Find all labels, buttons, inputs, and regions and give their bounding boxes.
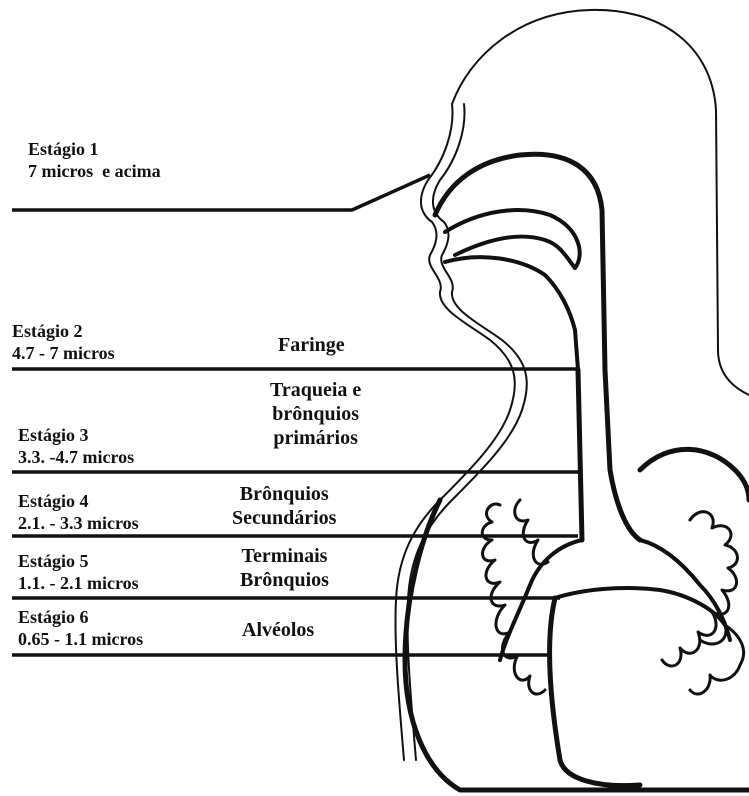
bronchus-lower — [555, 588, 725, 625]
stage-5-label: Estágio 5 1.1. - 2.1 micros — [18, 550, 139, 594]
face-profile — [395, 104, 514, 760]
stage-3-range: 3.3. -4.7 micros — [18, 446, 134, 468]
left-lung — [405, 500, 749, 790]
region-traqueia-line-3: primários — [270, 426, 361, 450]
region-traqueia-line-1: Traqueia e — [270, 378, 361, 402]
stage-3-label: Estágio 3 3.3. -4.7 micros — [18, 424, 134, 468]
trachea-right — [605, 370, 640, 540]
stage-4-title: Estágio 4 — [18, 490, 139, 512]
stage-1-title: Estágio 1 — [28, 138, 161, 160]
stage-2-title: Estágio 2 — [12, 320, 115, 342]
face-profile-inner — [407, 104, 526, 760]
region-terminais: Terminais Brônquios — [240, 544, 329, 592]
stage-6-label: Estágio 6 0.65 - 1.1 micros — [18, 606, 143, 650]
stage-2-label: Estágio 2 4.7 - 7 micros — [12, 320, 115, 364]
region-alveolos: Alvéolos — [242, 618, 314, 642]
right-lung — [640, 449, 749, 500]
left-alveoli-2 — [515, 500, 548, 564]
region-terminais-line-2: Brônquios — [240, 568, 329, 592]
right-alveoli — [662, 512, 737, 666]
region-bronquios-secundarios: Brônquios Secundários — [232, 482, 336, 530]
stage-5-range: 1.1. - 2.1 micros — [18, 572, 139, 594]
stage-1-label: Estágio 1 7 micros e acima — [28, 138, 161, 182]
region-faringe: Faringe — [278, 333, 345, 357]
bronchus-left — [500, 540, 582, 660]
region-bronquios-line-2: Secundários — [232, 506, 336, 530]
region-bronquios-line-1: Brônquios — [232, 482, 336, 506]
left-lung-inner — [550, 598, 640, 786]
stage-4-range: 2.1. - 3.3 micros — [18, 512, 139, 534]
region-traqueia: Traqueia e brônquios primários — [270, 378, 361, 450]
stage-4-label: Estágio 4 2.1. - 3.3 micros — [18, 490, 139, 534]
region-traqueia-line-2: brônquios — [270, 402, 361, 426]
region-terminais-line-1: Terminais — [240, 544, 329, 568]
stage-2-range: 4.7 - 7 micros — [12, 342, 115, 364]
stage-5-title: Estágio 5 — [18, 550, 139, 572]
stage-6-title: Estágio 6 — [18, 606, 143, 628]
stage-1-range: 7 micros e acima — [28, 160, 161, 182]
trachea-left — [578, 370, 582, 540]
stage-6-range: 0.65 - 1.1 micros — [18, 628, 143, 650]
stage-3-title: Estágio 3 — [18, 424, 134, 446]
